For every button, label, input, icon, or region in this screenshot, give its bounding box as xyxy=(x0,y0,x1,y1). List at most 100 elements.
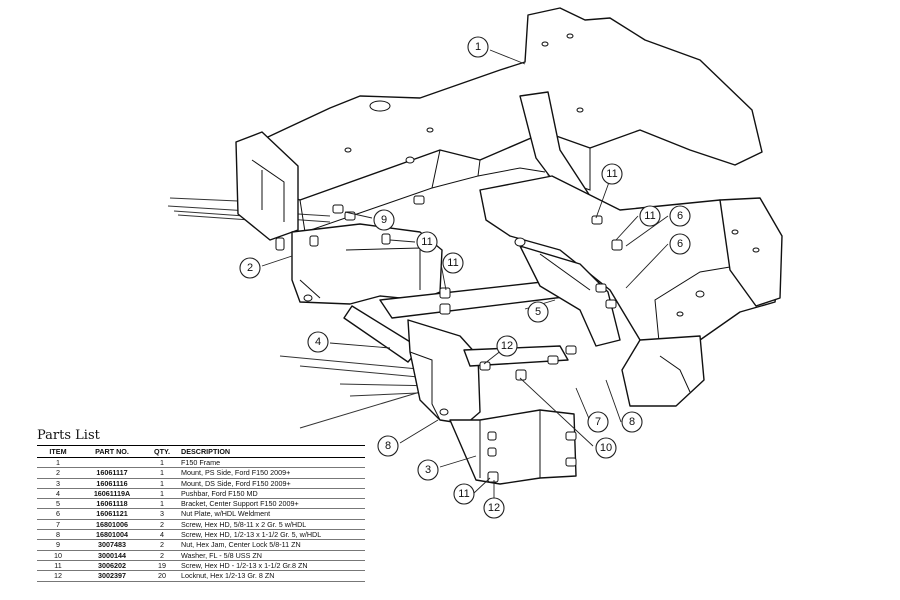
svg-text:11: 11 xyxy=(606,168,617,180)
cell-description: F150 Frame xyxy=(179,457,365,469)
cell-item: 1 xyxy=(37,457,79,469)
cell-item: 12 xyxy=(37,570,79,582)
cell-qty: 1 xyxy=(145,467,179,479)
cell-item: 7 xyxy=(37,519,79,531)
cell-qty: 2 xyxy=(145,519,179,531)
callout-6b: 6 xyxy=(669,233,691,255)
wire-bundle-left xyxy=(167,197,451,429)
cell-description: Mount, DS Side, Ford F150 2009+ xyxy=(179,478,365,489)
callout-4: 4 xyxy=(307,331,329,353)
callout-8a: 8 xyxy=(621,411,643,433)
svg-text:12: 12 xyxy=(501,340,513,352)
cell-part-no: 16801006 xyxy=(79,519,145,531)
cell-description: Nut, Hex Jam, Center Lock 5/8-11 ZN xyxy=(179,539,365,551)
callout-2: 2 xyxy=(239,257,261,279)
parts-table-header: ITEM PART NO. QTY. DESCRIPTION xyxy=(37,445,365,458)
callout-11b: 11 xyxy=(639,205,661,227)
cell-description: Pushbar, Ford F150 MD xyxy=(179,488,365,500)
svg-text:1: 1 xyxy=(475,41,481,53)
svg-text:3: 3 xyxy=(425,464,431,476)
cell-part-no: 16061121 xyxy=(79,508,145,520)
svg-text:11: 11 xyxy=(458,488,469,500)
cell-item: 9 xyxy=(37,539,79,551)
column-header-part-no: PART NO. xyxy=(79,445,145,458)
center-support-bracket xyxy=(514,237,621,347)
cell-qty: 1 xyxy=(145,498,179,510)
cell-part-no xyxy=(79,457,145,469)
cell-qty: 19 xyxy=(145,560,179,572)
svg-text:8: 8 xyxy=(385,440,391,452)
cell-qty: 20 xyxy=(145,570,179,582)
cell-part-no: 16061119A xyxy=(79,488,145,500)
cell-description: Screw, Hex HD, 5/8-11 x 2 Gr. 5 w/HDL xyxy=(179,519,365,531)
cell-item: 2 xyxy=(37,467,79,479)
svg-text:10: 10 xyxy=(600,442,612,454)
callout-11d: 11 xyxy=(442,252,464,274)
cell-part-no: 3006202 xyxy=(79,560,145,572)
svg-text:4: 4 xyxy=(315,336,321,348)
cell-item: 10 xyxy=(37,550,79,561)
cell-qty: 3 xyxy=(145,508,179,520)
cell-item: 3 xyxy=(37,478,79,489)
cell-description: Locknut, Hex 1/2-13 Gr. 8 ZN xyxy=(179,570,365,582)
cell-part-no: 3002397 xyxy=(79,570,145,582)
svg-text:11: 11 xyxy=(421,236,432,248)
svg-text:11: 11 xyxy=(447,257,458,269)
callout-10: 10 xyxy=(595,437,617,459)
cell-description: Bracket, Center Support F150 2009+ xyxy=(179,498,365,510)
parts-list-title: Parts List xyxy=(37,428,100,443)
callout-9: 9 xyxy=(373,209,395,231)
svg-text:2: 2 xyxy=(247,262,253,274)
cell-item: 4 xyxy=(37,488,79,500)
svg-text:11: 11 xyxy=(644,210,655,222)
callout-11a: 11 xyxy=(601,163,623,185)
cell-part-no: 16061116 xyxy=(79,478,145,489)
cell-description: Nut Plate, w/HDL Weldment xyxy=(179,508,365,520)
cell-part-no: 3007483 xyxy=(79,539,145,551)
svg-text:7: 7 xyxy=(595,416,601,428)
callout-6a: 6 xyxy=(669,205,691,227)
cell-part-no: 16061117 xyxy=(79,467,145,479)
callout-5: 5 xyxy=(527,301,549,323)
cell-qty: 1 xyxy=(145,478,179,489)
cell-item: 6 xyxy=(37,508,79,520)
cell-qty: 1 xyxy=(145,488,179,500)
frame-rail-assembly xyxy=(235,7,783,407)
callout-1: 1 xyxy=(467,36,489,58)
svg-text:6: 6 xyxy=(677,210,683,222)
callout-7: 7 xyxy=(587,411,609,433)
callout-3: 3 xyxy=(417,459,439,481)
cell-item: 8 xyxy=(37,529,79,541)
cell-qty: 1 xyxy=(145,457,179,469)
pushbar xyxy=(343,305,569,425)
cell-qty: 4 xyxy=(145,529,179,541)
column-header-qty: QTY. xyxy=(145,445,179,458)
parts-list: Parts List ITEM PART NO. QTY. DESCRIPTIO… xyxy=(37,428,365,582)
callout-8b: 8 xyxy=(377,435,399,457)
svg-text:12: 12 xyxy=(488,502,500,514)
cell-qty: 2 xyxy=(145,539,179,551)
callout-11c: 11 xyxy=(416,231,438,253)
cell-item: 5 xyxy=(37,498,79,510)
svg-text:5: 5 xyxy=(535,306,541,318)
svg-text:8: 8 xyxy=(629,416,635,428)
cell-part-no: 16061118 xyxy=(79,498,145,510)
svg-text:9: 9 xyxy=(381,214,387,226)
cell-part-no: 3000144 xyxy=(79,550,145,561)
cell-description: Screw, Hex HD, 1/2-13 x 1-1/2 Gr. 5, w/H… xyxy=(179,529,365,541)
cell-item: 11 xyxy=(37,560,79,572)
cell-description: Washer, FL - 5/8 USS ZN xyxy=(179,550,365,561)
ds-mount xyxy=(449,409,577,485)
